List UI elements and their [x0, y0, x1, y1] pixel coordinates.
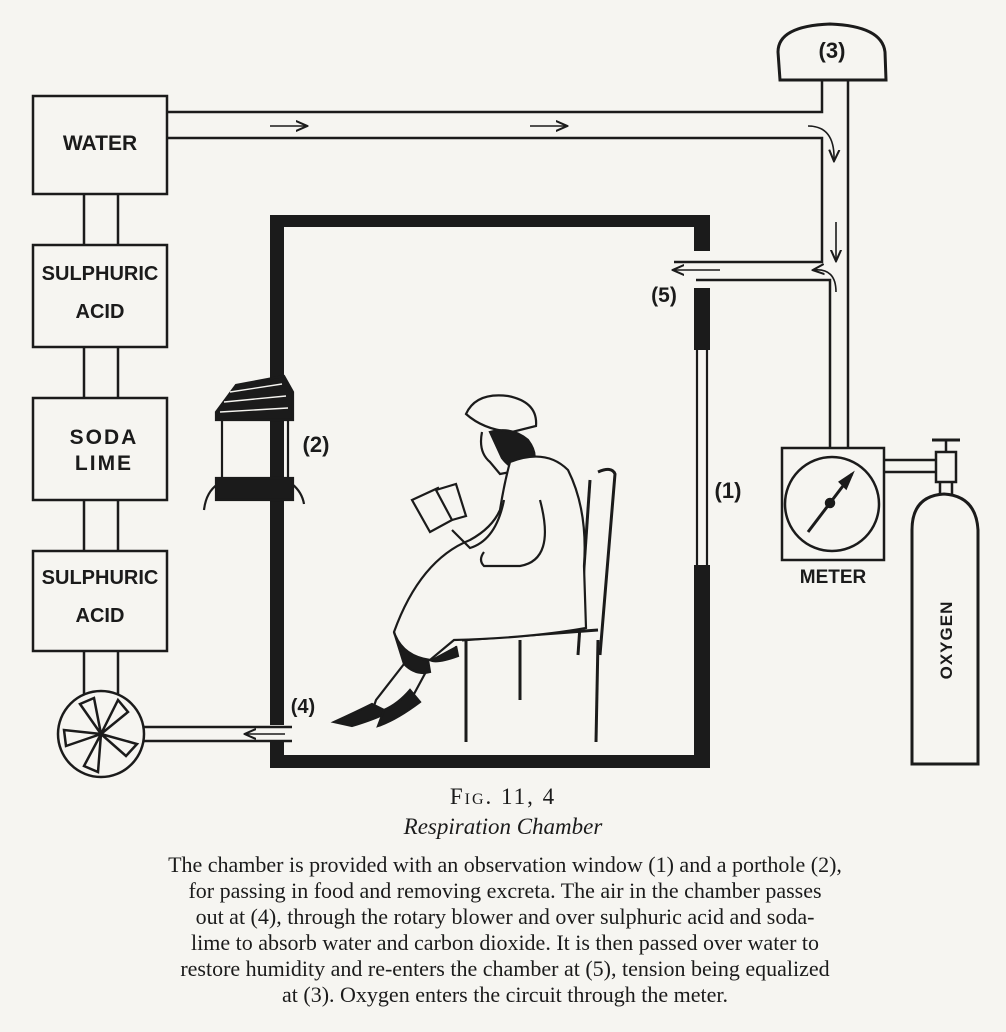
figure-number: Fig. 11, 4: [449, 784, 557, 809]
figure-title: Respiration Chamber: [403, 814, 603, 839]
meter-label: METER: [800, 567, 867, 588]
oxygen-pipe: [884, 438, 960, 494]
oxygen-label: OXYGEN: [937, 601, 956, 680]
sulphuric-acid-bottom-label-1: SULPHURIC: [42, 567, 159, 589]
woman-figure: [330, 394, 588, 728]
sulphuric-acid-top-label-1: SULPHURIC: [42, 263, 159, 285]
description-line: at (3). Oxygen enters the circuit throug…: [282, 982, 728, 1007]
sulphuric-acid-top-label-2: ACID: [76, 301, 125, 323]
marker-porthole: (2): [303, 432, 330, 457]
marker-outlet: (4): [291, 696, 315, 718]
soda-lime-label-2: LIME: [75, 452, 133, 475]
oxygen-cylinder: [910, 492, 980, 766]
soda-lime-box: [31, 396, 169, 502]
description-line: restore humidity and re-enters the chamb…: [180, 956, 830, 981]
porthole: [202, 374, 306, 511]
marker-inlet: (5): [651, 284, 677, 307]
supply-duct: [167, 80, 850, 448]
chamber: [270, 215, 710, 768]
absorber-column: [31, 94, 169, 700]
marker-observation-window: (1): [715, 478, 742, 503]
tension-equalizer: [776, 22, 888, 82]
meter: [780, 446, 886, 562]
sulphuric-acid-bottom-label-2: ACID: [76, 605, 125, 627]
observation-window: [695, 350, 709, 565]
sulphuric-acid-bottom-box: [31, 549, 169, 653]
description-line: lime to absorb water and carbon dioxide.…: [190, 930, 820, 955]
water-label: WATER: [63, 132, 137, 155]
sulphuric-acid-top-box: [31, 243, 169, 349]
respiration-diagram: WATER SULPHURIC ACID SODA LIME SULPHURIC…: [31, 22, 980, 779]
figure-description: The chamber is provided with an observat…: [32, 852, 978, 1008]
figure-caption: Fig. 11, 4 Respiration Chamber: [0, 780, 1006, 840]
water-box: [31, 94, 169, 196]
outlet-duct: [143, 725, 292, 743]
soda-lime-label-1: SODA: [70, 426, 139, 449]
marker-tension-equalizer: (3): [819, 38, 846, 63]
rotary-blower: [56, 689, 146, 779]
description-line: The chamber is provided with an observat…: [168, 852, 842, 877]
description-line: out at (4), through the rotary blower an…: [195, 904, 815, 929]
description-line: for passing in food and removing excreta…: [188, 878, 822, 903]
